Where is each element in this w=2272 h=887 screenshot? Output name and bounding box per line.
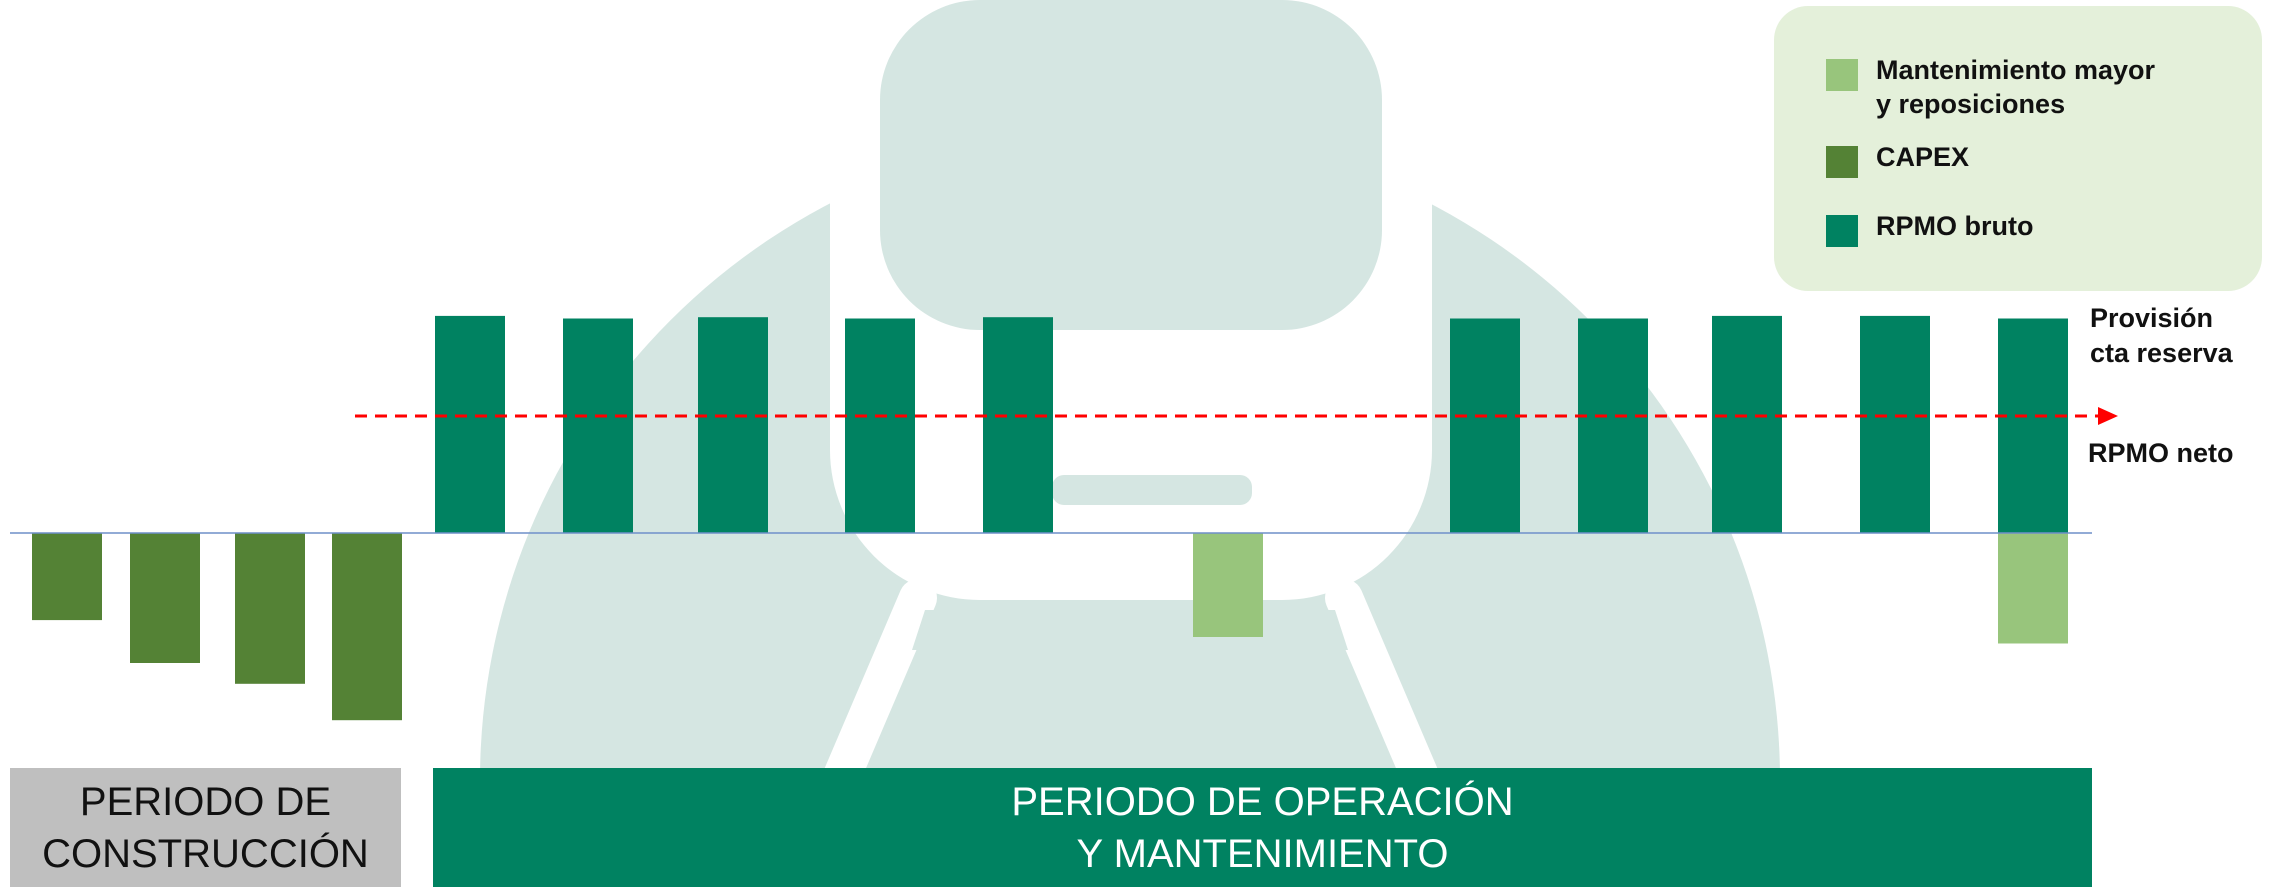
watermark-bumper — [1052, 475, 1252, 505]
legend-item-capex: CAPEX — [1826, 140, 2216, 178]
watermark-sleeper-1 — [912, 610, 1348, 650]
bar-series-group — [32, 315, 2068, 721]
legend-label-mantenimiento: Mantenimiento mayor y reposiciones — [1876, 55, 2156, 119]
reserve-arrow-icon — [2098, 407, 2118, 425]
construction-period-band: PERIODO DE CONSTRUCCIÓN — [10, 768, 401, 887]
provision-label: Provisión cta reserva — [2090, 303, 2233, 368]
rpmo-bar-8 — [1712, 315, 1782, 533]
rpmo-bar-5 — [983, 317, 1053, 533]
watermark-left-light — [775, 28, 815, 193]
capex-bar-2 — [130, 533, 200, 663]
operation-period-band: PERIODO DE OPERACIÓN Y MANTENIMIENTO — [433, 768, 2092, 887]
rpmo-bar-7 — [1578, 318, 1648, 533]
rpmo-bar-2 — [563, 318, 633, 533]
mantenimiento-bar-1 — [1193, 533, 1263, 637]
legend-swatch-capex — [1826, 146, 1858, 178]
rpmo-neto-label: RPMO neto — [2088, 438, 2234, 468]
capex-bar-4 — [332, 533, 402, 721]
watermark-left-rail — [817, 579, 937, 809]
capex-bar-3 — [235, 533, 305, 684]
legend-swatch-rpmo-bruto — [1826, 215, 1858, 247]
legend-label-rpmo-bruto: RPMO bruto — [1876, 211, 2034, 241]
watermark-right-light — [1448, 28, 1488, 193]
rpmo-bar-3 — [698, 317, 768, 533]
watermark-window — [880, 0, 1382, 330]
rpmo-bar-9 — [1860, 315, 1930, 533]
rpmo-bar-10 — [1998, 318, 2068, 533]
chart-legend: Mantenimiento mayor y reposiciones CAPEX… — [1774, 6, 2262, 291]
train-watermark-icon — [480, 0, 1780, 809]
legend-label-capex: CAPEX — [1876, 142, 1970, 172]
rpmo-bar-4 — [845, 318, 915, 533]
legend-item-rpmo-bruto: RPMO bruto — [1826, 209, 2216, 247]
legend-swatch-mantenimiento — [1826, 59, 1858, 91]
legend-item-mantenimiento: Mantenimiento mayor y reposiciones — [1826, 53, 2216, 121]
mantenimiento-bar-2 — [1998, 533, 2068, 644]
watermark-sleeper-2 — [882, 692, 1378, 752]
capex-bar-1 — [32, 533, 102, 621]
rpmo-bar-1 — [435, 315, 505, 533]
watermark-right-rail — [1325, 579, 1445, 809]
rpmo-bar-6 — [1450, 318, 1520, 533]
